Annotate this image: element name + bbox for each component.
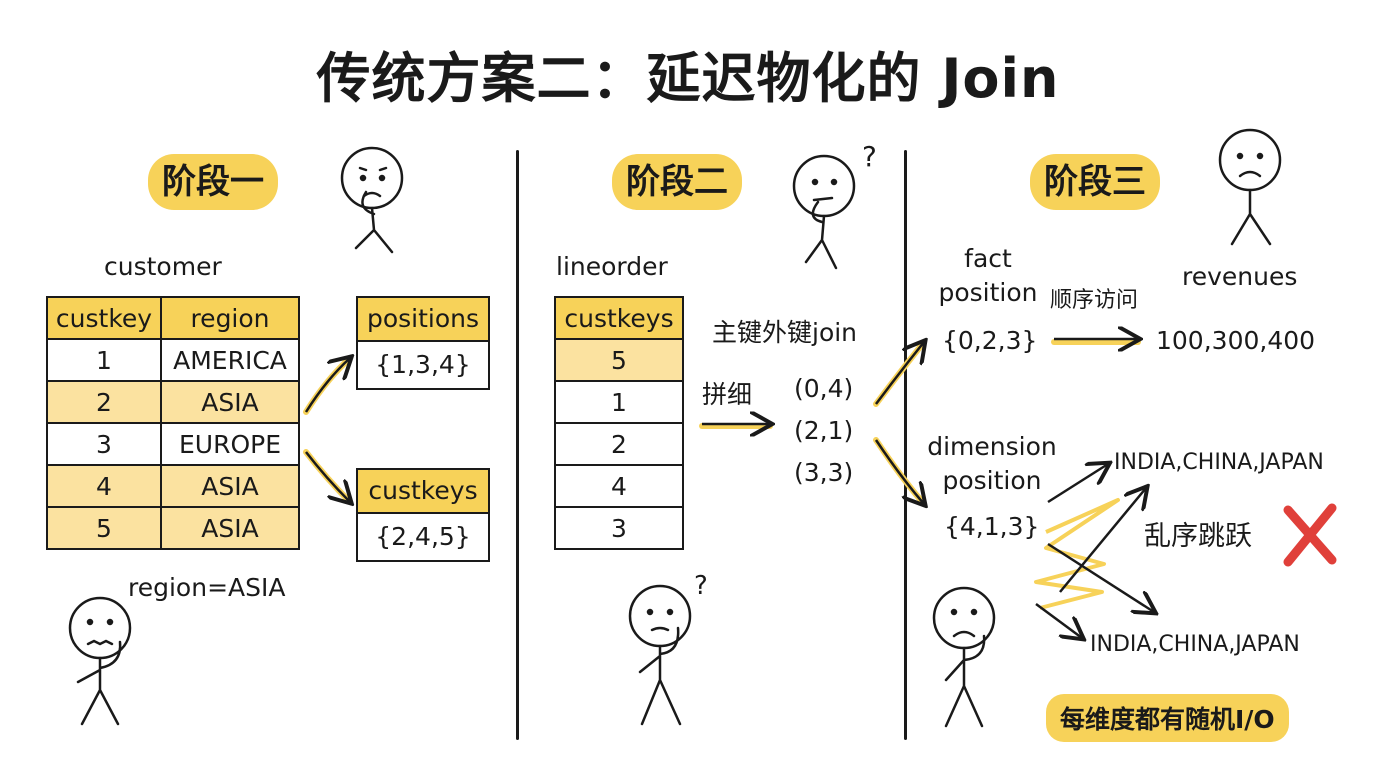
table-row: 2 (554, 422, 684, 466)
positions-header: positions (358, 298, 488, 342)
table-cell: 5 (554, 338, 684, 382)
stage1-badge: 阶段一 (148, 154, 278, 210)
cross-icon (1283, 503, 1337, 567)
table-cell: 4 (554, 464, 684, 508)
page-title: 传统方案二：延迟物化的 Join (316, 47, 1060, 110)
table-cell: 4 (46, 464, 162, 508)
table-cell: ASIA (160, 506, 300, 550)
dimension-values-top: INDIA,CHINA,JAPAN (1114, 450, 1324, 475)
table-row: 4 (554, 464, 684, 508)
lineorder-table-name: lineorder (556, 252, 668, 281)
random-jump-arrows (1034, 464, 1154, 638)
pair-item: (0,4) (794, 374, 854, 403)
pair-item: (3,3) (794, 458, 854, 487)
stick-figure-worried-2-icon (68, 596, 132, 726)
arrow-to-fact (873, 342, 924, 407)
stage2-badge: 阶段二 (612, 154, 742, 210)
arrow-to-dimension (873, 437, 924, 504)
table-header-row: custkey region (46, 296, 300, 340)
stick-figure-frown-icon (932, 586, 996, 728)
table-cell: EUROPE (160, 422, 300, 466)
table-row: 5 (554, 338, 684, 382)
sequential-access-label: 顺序访问 (1050, 288, 1139, 313)
custkeys-box: custkeys {2,4,5} (356, 468, 490, 562)
table-cell: 5 (46, 506, 162, 550)
stick-figure-worried-icon (340, 146, 404, 254)
table-cell: 3 (46, 422, 162, 466)
dimension-position-value: {4,1,3} (944, 512, 1040, 541)
table-header-row: custkeys (554, 296, 684, 340)
column-header: custkeys (554, 296, 684, 340)
dimension-values-bottom: INDIA,CHINA,JAPAN (1090, 632, 1300, 657)
dimension-position-label: dimension position (927, 432, 1057, 495)
table-cell: 2 (46, 380, 162, 424)
divider-left (516, 150, 519, 740)
column-header: region (160, 296, 300, 340)
random-jump-label: 乱序跳跃 (1144, 521, 1252, 552)
table-cell: 2 (554, 422, 684, 466)
table-cell: 1 (554, 380, 684, 424)
table-row: 1 (554, 380, 684, 424)
stage3-badge: 阶段三 (1030, 154, 1160, 210)
positions-box: positions {1,3,4} (356, 296, 490, 390)
divider-right (904, 150, 907, 740)
stick-figure-thinking-2-icon (628, 584, 692, 726)
fact-position-value: {0,2,3} (942, 326, 1038, 355)
custkeys-value: {2,4,5} (375, 522, 471, 551)
stick-figure-sad-icon (1218, 128, 1282, 246)
lineorder-table: custkeys 5 1 2 4 3 (554, 296, 684, 550)
revenues-label: revenues (1182, 262, 1298, 291)
column-header: custkey (46, 296, 162, 340)
table-cell: 3 (554, 506, 684, 550)
stick-figure-thinking-icon (792, 154, 856, 270)
fact-position-label: fact position (938, 244, 1038, 307)
revenues-value: 100,300,400 (1156, 326, 1316, 355)
table-cell: AMERICA (160, 338, 300, 382)
pair-item: (2,1) (794, 416, 854, 445)
random-io-note: 每维度都有随机I/O (1046, 694, 1289, 742)
custkeys-header: custkeys (358, 470, 488, 514)
arrow-stitch (699, 424, 770, 426)
table-row: 3 (554, 506, 684, 550)
filter-label: region=ASIA (128, 573, 286, 602)
arrow-sequential (1051, 339, 1138, 342)
customer-table-name: customer (104, 252, 222, 281)
question-mark-icon: ? (862, 140, 877, 173)
arrow-to-custkeys (303, 449, 350, 502)
table-cell: ASIA (160, 380, 300, 424)
table-cell: 1 (46, 338, 162, 382)
positions-value: {1,3,4} (375, 350, 471, 379)
arrow-to-positions (303, 358, 350, 415)
stitch-label: 拼细 (702, 380, 753, 409)
join-label: 主键外键join (712, 318, 858, 347)
question-mark-2-icon: ? (694, 571, 708, 601)
table-cell: ASIA (160, 464, 300, 508)
